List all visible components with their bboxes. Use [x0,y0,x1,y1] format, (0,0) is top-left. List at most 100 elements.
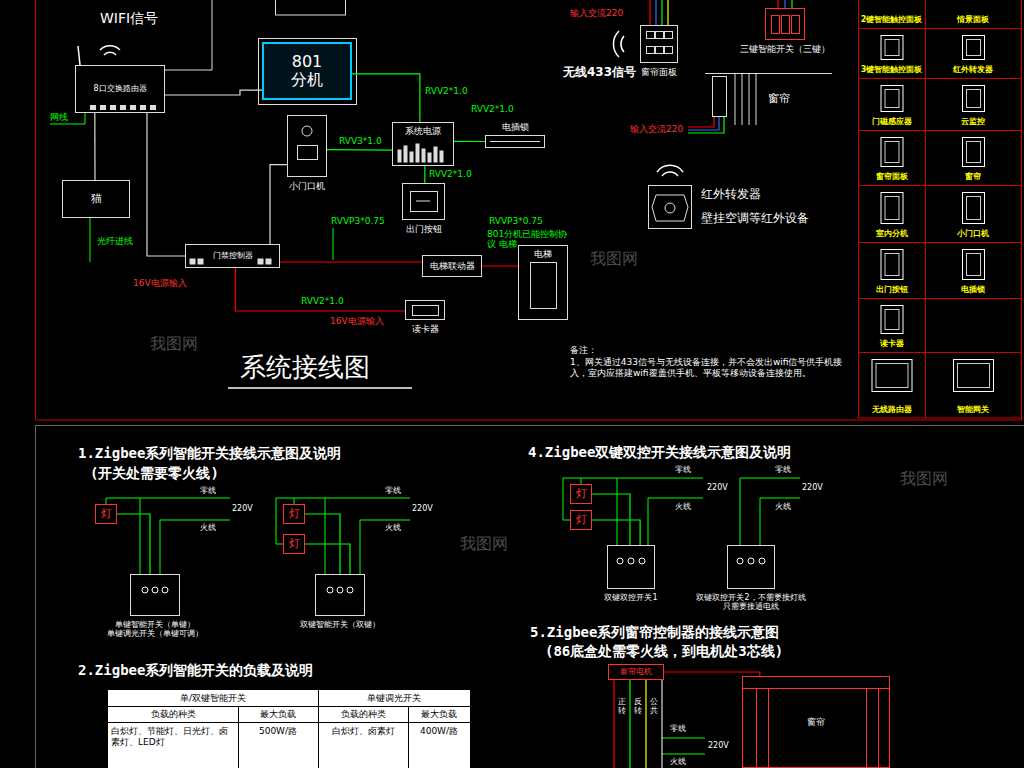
node-text-group: 窗帘电机 [620,667,652,676]
frame [36,0,1022,420]
section-heading: (开关处需要零火线) [90,465,219,481]
section-divider [35,425,1024,768]
node-label: 窗帘面板 [641,67,677,77]
input-wire-right [688,117,719,130]
device-detail [490,141,540,142]
neutral-live-wires [160,520,161,574]
wire-spec: RVV3*1.0 [338,136,383,146]
legend-icon [885,254,899,276]
device-detail [422,149,425,162]
title-underline [228,387,412,389]
node-text-group: 双键双控开关1 [604,593,657,602]
section-heading: 2.Zigbee系列智能开关的负载及说明 [78,662,313,678]
table-cell: 白炽灯、卤素灯 [318,726,408,736]
elevator-linker: 电梯联动器 [422,255,482,277]
power-input: 输入交流220 [570,8,623,18]
legend-label: 3键智能触控面板 [858,65,925,74]
neutral-live-wires [740,478,741,545]
device-detail [398,150,401,162]
power-supply: 系统电源 [392,122,454,166]
node-text-group: 801 分机 [287,53,327,90]
input-wire-right [688,117,714,127]
legend-label: 读卡器 [858,339,925,348]
legend-icon [885,310,899,330]
voltage-label: 220V [708,741,729,750]
router-ports [90,105,156,110]
section-heading: 1.Zigbee系列智能开关接线示意图及说明 [78,445,341,461]
node-label: 门禁控制器 [213,251,253,260]
table-cell: 白炽灯、节能灯、日光灯、卤素灯、LED灯 [111,726,235,748]
table-cell: 最大负载 [238,709,318,719]
device-detail [416,201,430,202]
motor-wires [613,680,614,768]
legend-icon [885,40,899,56]
node-text-group: 双键智能开关（双键） [290,620,390,629]
device-detail [190,259,195,264]
device-detail [665,47,673,54]
node-text-group: 出门按钮 [406,224,442,234]
node-label: 出门按钮 [406,224,442,234]
wire-connector [280,261,422,262]
device-detail [647,32,655,39]
access-controller: 门禁控制器 [185,244,280,268]
device-detail [198,259,203,264]
voltage-label: 220V [412,504,433,513]
legend-icon [881,138,903,167]
power-input: 16V电源输入 [133,278,187,288]
wire-note: 801分机已能控制协议 电梯 [487,229,573,249]
switch-terminals [759,558,765,564]
device-detail [190,32,688,316]
node-label: 单键智能开关（单键） 单键调光开关（单键可调） [100,620,210,638]
neutral-live-wires [140,498,141,574]
input-wire-top [661,0,662,25]
wire-connector [270,165,287,244]
wifi-signal [100,46,120,50]
switch-3key-detail [772,16,780,34]
device-detail [531,263,557,309]
device-detail [416,144,419,162]
node-label: 灯 [576,514,587,527]
wire-connector [94,113,95,180]
curtain-frame [878,688,879,768]
voltage-label: 220V [802,483,823,492]
switch-box: 双键智能开关（双键） [315,574,365,616]
node-label: 801 分机 [287,53,327,90]
motor-wires [661,680,662,768]
lamp-box: 灯 [283,504,305,524]
switch-3key-detail [772,16,800,34]
legend-icon [954,360,994,392]
wire-name: 光纤进线 [97,236,133,246]
node-label: 窗帘 [807,717,825,727]
fiber-wire [333,228,334,260]
watermark: 我图网 [460,535,508,553]
node-text-group: 灯 [289,508,300,521]
device-detail [404,146,407,162]
wire-name: 火线 [675,502,691,511]
curtain-illustration [749,74,750,125]
switch-terminals [639,558,645,564]
legend-label: 2键智能触控面板 [858,15,925,24]
device-detail [413,306,439,316]
terminal-name: 反转 [634,698,642,716]
node-label: 双键智能开关（双键） [290,620,390,629]
device-detail [440,151,443,162]
neutral-live-wires [360,520,361,574]
wire-connector [454,141,485,142]
input-wire-top [791,0,792,8]
node-label: 电梯 [534,249,552,259]
node-text-group: 电梯联动器 [430,261,475,271]
router-ports [120,105,126,110]
device-detail [665,32,673,39]
legend-icon [963,193,985,224]
curtain-illustration [742,74,743,125]
neutral-live-wires [106,498,230,504]
network-wire [276,0,346,15]
section-title: 系统接线图 [240,352,370,383]
watermark: 我图网 [900,470,948,488]
curtain-illustration [756,74,757,125]
wire-connector [165,90,262,95]
node-label: 猫 [91,193,102,206]
legend-label: 门磁感应器 [858,117,925,126]
legend-grid [858,130,1021,131]
